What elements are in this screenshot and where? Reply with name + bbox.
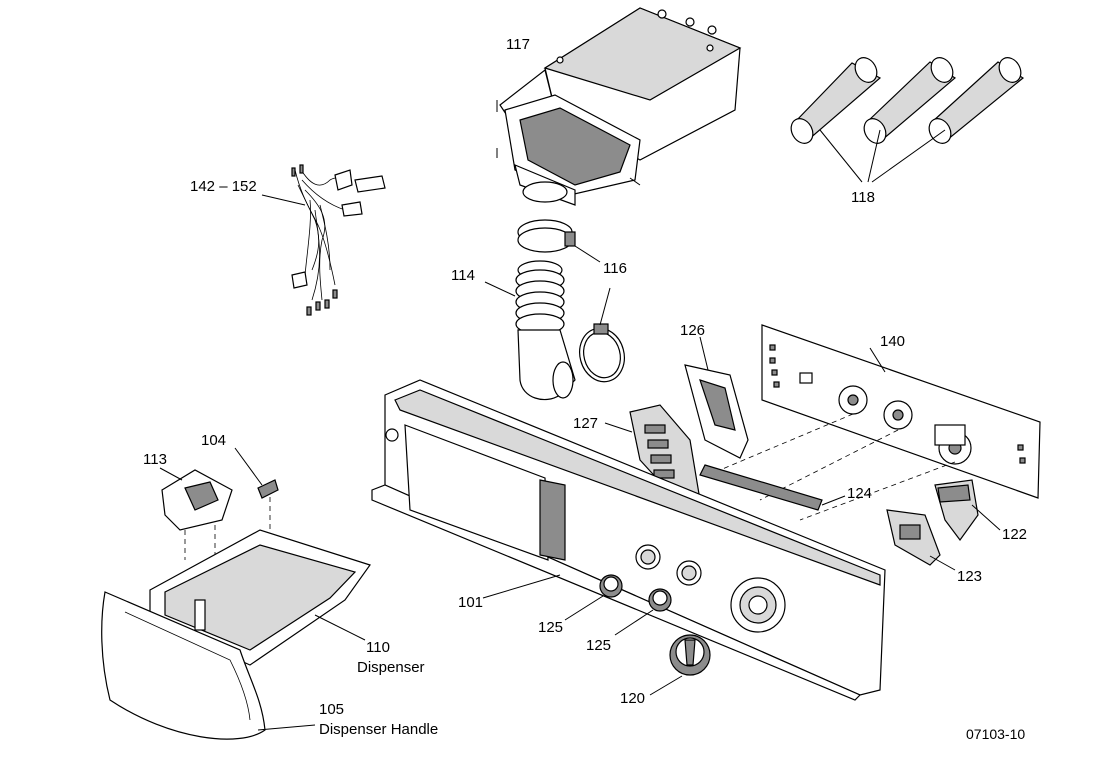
callout-110-name: Dispenser — [357, 659, 425, 676]
part-120-main-knob — [649, 634, 711, 696]
callout-101: 101 — [458, 594, 484, 611]
part-117-dispenser-housing — [496, 7, 742, 206]
callout-105: 105 — [319, 701, 345, 718]
part-118-tubes — [790, 57, 1025, 183]
callout-125-a: 125 — [538, 619, 564, 636]
callout-142-152: 142 – 152 — [190, 178, 257, 195]
callout-126: 126 — [680, 322, 706, 339]
callout-127: 127 — [573, 415, 599, 432]
callout-117: 117 — [506, 36, 530, 53]
callout-105-name: Dispenser Handle — [319, 721, 439, 738]
part-116-hose-clamps — [517, 219, 625, 383]
part-104-siphon — [234, 447, 279, 560]
part-124-light-pipe — [699, 464, 846, 511]
part-125-knob-a — [564, 574, 623, 621]
part-113-softener-cup — [159, 467, 233, 560]
part-110-dispenser-drawer — [149, 529, 371, 666]
part-105-dispenser-handle — [101, 591, 316, 740]
part-140-control-board — [719, 324, 1041, 521]
callout-110: 110 — [366, 639, 390, 656]
part-101-control-panel — [371, 379, 886, 701]
callout-125-b: 125 — [586, 637, 612, 654]
callout-116: 116 — [603, 260, 627, 277]
drawing-number: 07103-10 — [966, 726, 1026, 742]
callout-140: 140 — [880, 333, 906, 350]
callout-123: 123 — [957, 568, 983, 585]
part-142-152-wire-harness — [261, 164, 386, 316]
callout-114: 114 — [451, 267, 475, 284]
part-123-switch — [886, 509, 956, 571]
callout-118: 118 — [851, 189, 875, 206]
callout-104: 104 — [201, 432, 227, 449]
part-114-bellows-hose — [484, 260, 576, 401]
callout-124: 124 — [847, 485, 873, 502]
callout-122: 122 — [1002, 526, 1028, 543]
part-126-selector-bracket — [684, 336, 749, 459]
callout-120: 120 — [620, 690, 646, 707]
part-122-switch — [934, 479, 1001, 542]
callout-113: 113 — [143, 451, 167, 468]
part-125-knob-b — [614, 588, 672, 636]
